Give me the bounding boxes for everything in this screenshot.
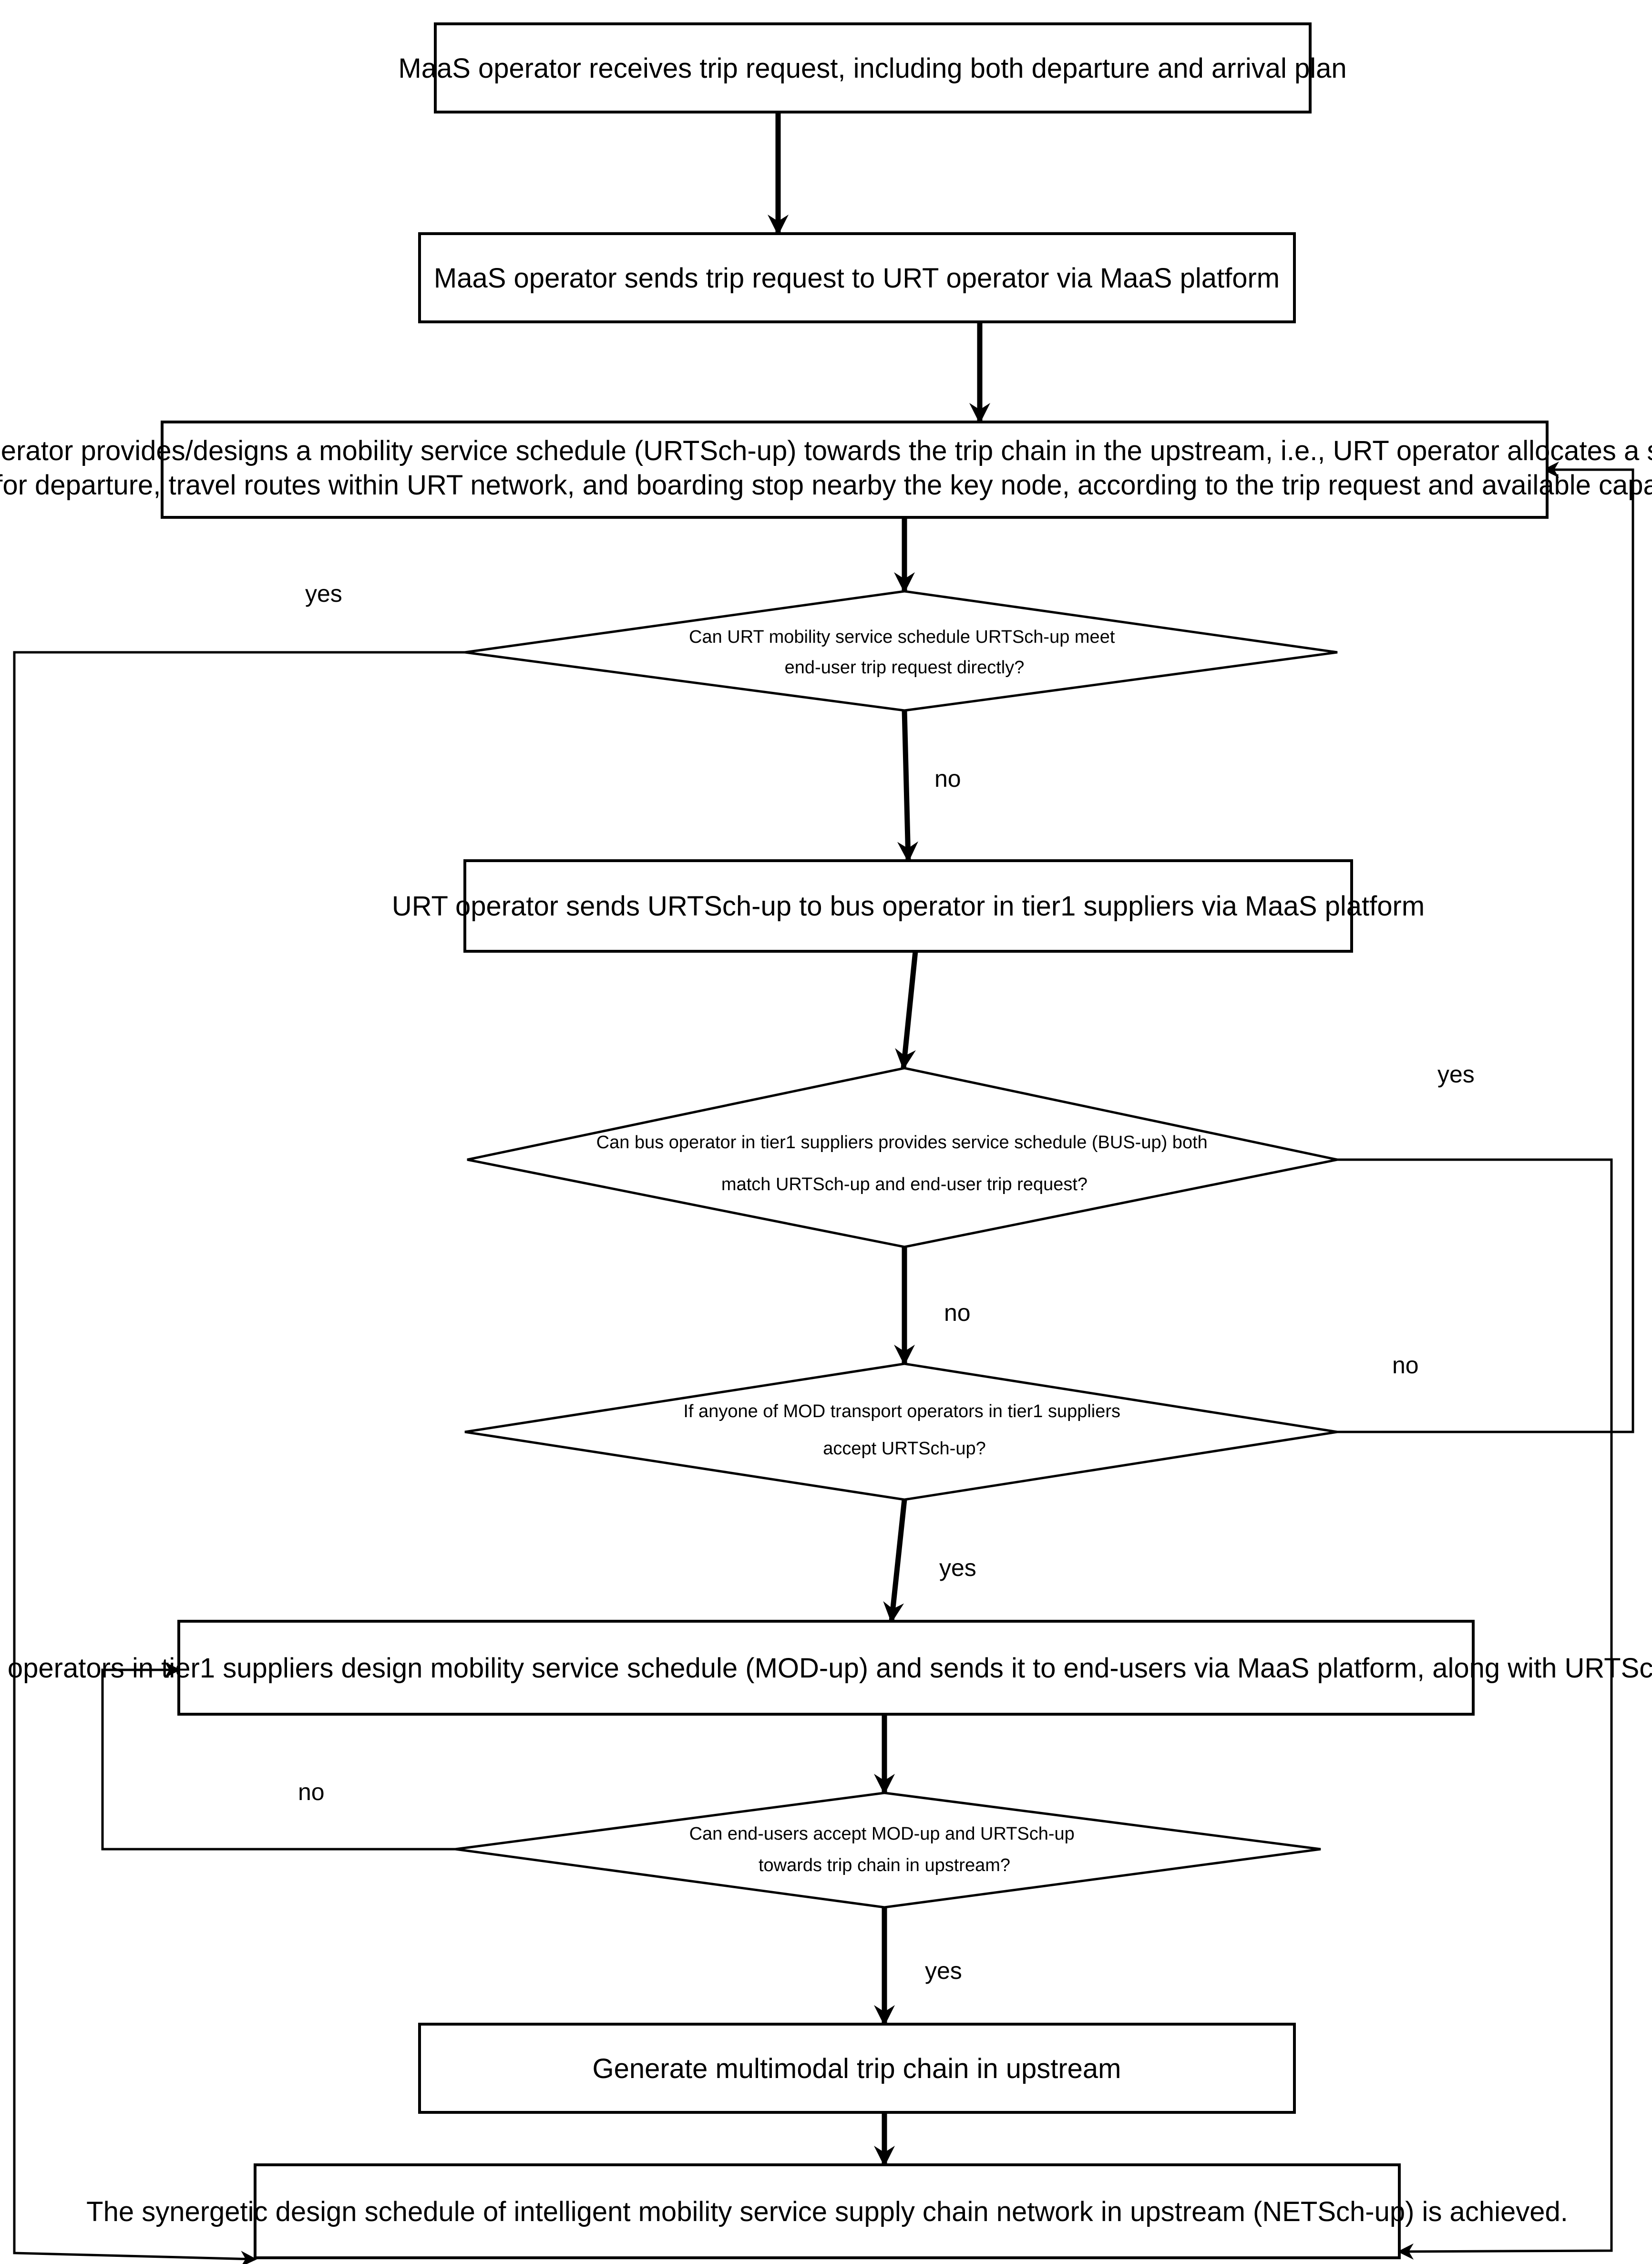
- connector-d2-yes: [1337, 1158, 1613, 2260]
- process-n2: MaaS operator sends trip request to URT …: [418, 232, 1296, 323]
- decision-d2-text: Can bus operator in tier1 suppliers prov…: [596, 1132, 1213, 1194]
- decision-d2: Can bus operator in tier1 suppliers prov…: [467, 1067, 1338, 1248]
- label-d2-yes: yes: [1437, 1061, 1475, 1088]
- label-d4-no: no: [298, 1779, 325, 1805]
- label-d1-yes: yes: [305, 580, 342, 607]
- process-n5: MOD operators in tier1 suppliers design …: [0, 1620, 1652, 1716]
- process-n4: URT operator sends URTSch-up to bus oper…: [392, 859, 1425, 953]
- process-n4-text: URT operator sends URTSch-up to bus oper…: [392, 891, 1425, 922]
- process-n3: URT operator provides/designs a mobility…: [0, 421, 1652, 519]
- decision-d4-text: Can end-users accept MOD-up and URTSch-u…: [689, 1824, 1080, 1875]
- decision-d3: If anyone of MOD transport operators in …: [464, 1362, 1338, 1501]
- decision-d3-text: If anyone of MOD transport operators in …: [683, 1401, 1125, 1459]
- side-connectors: [13, 462, 1634, 2264]
- process-n5-text: MOD operators in tier1 suppliers design …: [0, 1653, 1652, 1684]
- connector-d1-yes: [13, 651, 465, 2264]
- process-n7: The synergetic design schedule of intell…: [86, 2163, 1568, 2259]
- connector-d4-no: [101, 1662, 455, 1851]
- label-d3-no: no: [1392, 1352, 1419, 1379]
- process-n6-text: Generate multimodal trip chain in upstre…: [593, 2053, 1121, 2084]
- decision-d1-text: Can URT mobility service schedule URTSch…: [689, 627, 1120, 678]
- process-n3-text: URT operator provides/designs a mobility…: [0, 435, 1652, 501]
- arrow-d3-n5: [883, 1499, 907, 1623]
- process-n6: Generate multimodal trip chain in upstre…: [418, 2023, 1296, 2114]
- label-d3-yes: yes: [939, 1554, 976, 1581]
- main-flow-arrows: [768, 112, 990, 2167]
- decision-d4: Can end-users accept MOD-up and URTSch-u…: [455, 1791, 1321, 1909]
- branch-labels: yes no yes no no yes no yes: [298, 580, 1475, 1984]
- connector-d3-no: [1337, 462, 1634, 1433]
- process-n1-text: MaaS operator receives trip request, inc…: [398, 53, 1346, 84]
- decision-d1: Can URT mobility service schedule URTSch…: [464, 590, 1338, 712]
- label-d2-no: no: [944, 1299, 971, 1326]
- process-n2-text: MaaS operator sends trip request to URT …: [434, 263, 1280, 294]
- label-d1-no: no: [934, 765, 961, 792]
- process-n7-text: The synergetic design schedule of intell…: [86, 2196, 1568, 2227]
- arrow-d1-n4: [897, 710, 918, 863]
- label-d4-yes: yes: [925, 1957, 962, 1984]
- arrow-n4-d2: [895, 951, 918, 1070]
- process-n1: MaaS operator receives trip request, inc…: [398, 22, 1347, 113]
